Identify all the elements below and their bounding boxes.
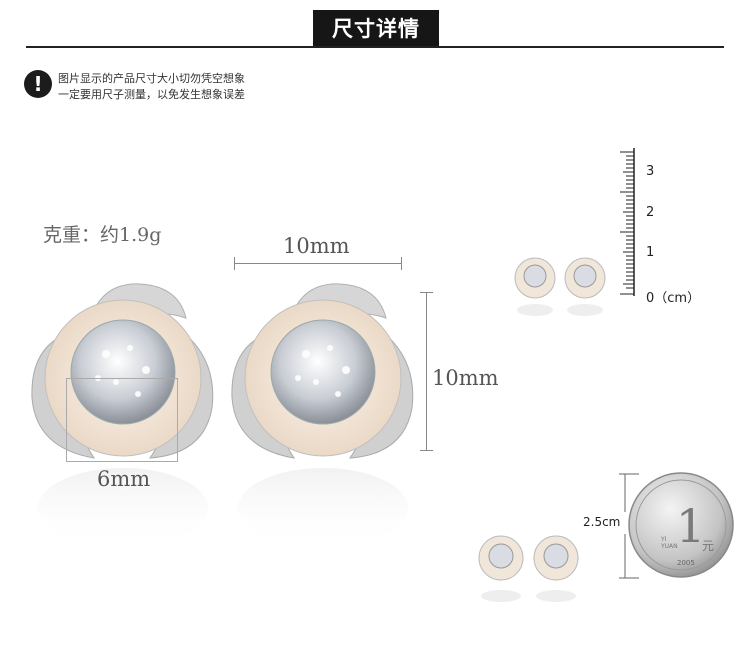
coin-size-label: 2.5cm — [583, 515, 621, 529]
height-label: 10mm — [432, 366, 499, 390]
coin-year: 2005 — [677, 559, 695, 567]
coin: 1 元 — [628, 472, 734, 578]
small-earring-pair-top — [514, 257, 606, 316]
earring-left — [31, 283, 214, 548]
width-dimension-tick-left — [234, 257, 235, 270]
ruler-tick-0: 0（cm） — [646, 291, 701, 306]
notice-line-2: 一定要用尺子测量，以免发生想象误差 — [58, 88, 245, 101]
width-label: 10mm — [283, 234, 350, 258]
small-earring-pair-bottom — [478, 535, 579, 602]
ruler-tick-3: 3 — [646, 164, 655, 179]
coin-digit: 1 — [676, 499, 705, 553]
width-dimension-line — [234, 263, 402, 264]
header-divider — [26, 46, 724, 48]
ruler — [620, 148, 635, 296]
section-title-box: 尺寸详情 — [313, 10, 439, 46]
height-dimension-tick-bottom — [420, 450, 433, 451]
height-dimension-line — [426, 292, 427, 450]
section-title: 尺寸详情 — [332, 17, 420, 41]
coin-unit-char: 元 — [702, 539, 714, 553]
notice-line-1: 图片显示的产品尺寸大小切勿凭空想象 — [58, 72, 245, 85]
exclamation-icon: ! — [24, 70, 52, 98]
coin-dimension-bracket — [619, 473, 639, 579]
inner-label: 6mm — [97, 467, 151, 491]
coin-yi-text: YI — [661, 536, 667, 543]
ruler-tick-1: 1 — [646, 245, 655, 260]
width-dimension-tick-right — [401, 257, 402, 270]
earring-right — [231, 283, 414, 548]
inner-dimension-box — [66, 378, 178, 462]
weight-label: 克重：约1.9g — [43, 224, 162, 246]
height-dimension-tick-top — [420, 292, 433, 293]
ruler-tick-2: 2 — [646, 205, 655, 220]
coin-yuan-text: YUAN — [661, 543, 678, 550]
